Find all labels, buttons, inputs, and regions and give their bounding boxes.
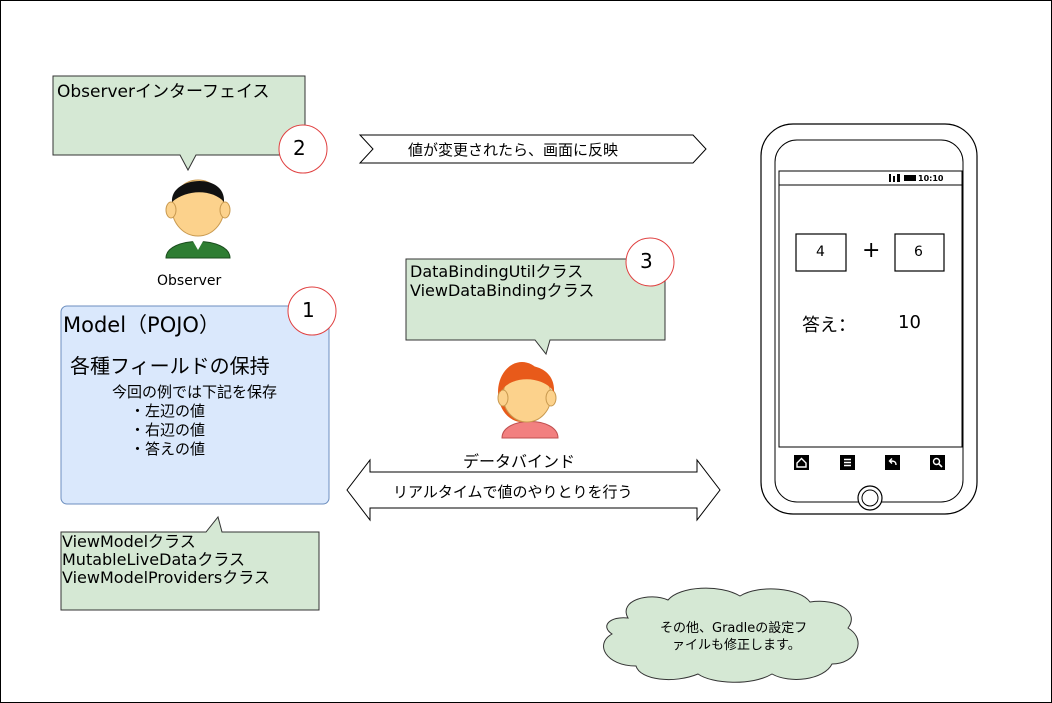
binding-callout-line: ViewDataBindingクラス [410, 281, 595, 300]
badge-2-number: 2 [293, 136, 306, 160]
cloud-shape [603, 587, 859, 683]
model-box-item: ・右辺の値 [130, 421, 206, 439]
search-icon [930, 455, 945, 470]
phone-right-value: 6 [914, 244, 923, 260]
binding-callout-line: DataBindingUtilクラス [410, 262, 584, 281]
home-icon [794, 455, 809, 470]
model-box-shape [60, 305, 330, 505]
badge-1-circle [287, 286, 337, 336]
model-box-heading: 各種フィールドの保持 [70, 354, 270, 378]
phone-answer-value: 10 [898, 312, 921, 333]
viewmodel-callout-shape [60, 515, 320, 611]
observer-label: Observer [157, 273, 222, 289]
menu-icon [840, 455, 855, 470]
cloud-note-line: その他、Gradleの設定フ [660, 621, 808, 636]
back-icon [885, 455, 900, 470]
databind-label: データバインド [463, 452, 576, 471]
viewmodel-callout-line: ViewModelProvidersクラス [62, 568, 270, 587]
cloud-note-line: ァイルも修正します。 [672, 638, 801, 653]
model-box-item: ・答えの値 [130, 440, 206, 458]
phone-answer-label: 答え： [802, 315, 856, 336]
reflect-arrow-label: 値が変更されたら、画面に反映 [408, 141, 619, 159]
phone-operator: + [862, 238, 881, 263]
observer-person [165, 179, 231, 259]
badge-2-circle [278, 124, 328, 174]
phone-mockup [760, 123, 978, 515]
badge-1-number: 1 [302, 298, 315, 322]
observer-callout-text: Observerインターフェイス [57, 82, 270, 102]
viewmodel-callout-line: MutableLiveDataクラス [62, 550, 246, 569]
databind-person [497, 362, 559, 439]
phone-status-time: 10:10 [918, 174, 944, 183]
viewmodel-callout-line: ViewModelクラス [62, 532, 196, 551]
reflect-arrow-shape [358, 134, 707, 164]
model-box-note: 今回の例では下記を保存 [112, 383, 278, 401]
model-box-title: Model（POJO） [63, 313, 220, 337]
realtime-arrow-shape [346, 458, 721, 522]
badge-3-number: 3 [640, 249, 653, 273]
observer-callout-shape [52, 75, 306, 172]
realtime-arrow-label: リアルタイムで値のやりとりを行う [393, 483, 633, 501]
model-box-item: ・左辺の値 [130, 402, 206, 420]
badge-3-circle [625, 237, 675, 287]
phone-left-value: 4 [816, 244, 825, 260]
